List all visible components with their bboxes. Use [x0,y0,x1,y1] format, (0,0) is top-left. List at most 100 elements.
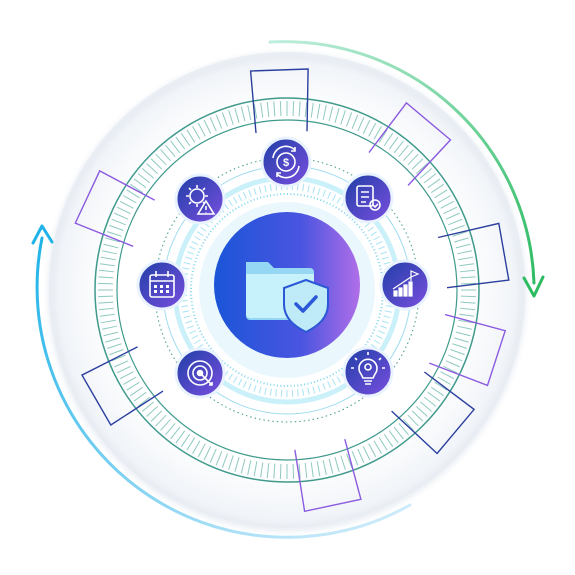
node-risk[interactable] [174,173,226,225]
inner-tick-mark [307,185,310,193]
tick-mark [373,126,382,140]
tick-mark [434,381,448,391]
segment-bracket [429,313,507,387]
tick-mark [316,103,321,119]
tick-mark [304,462,308,479]
inner-tick-mark [322,383,326,391]
inner-tick-mark [182,267,190,270]
node-finance[interactable]: $ [260,136,312,188]
tick-mark [346,112,353,127]
tick-mark [445,360,460,368]
tick-mark [310,102,314,118]
tick-mark [388,136,399,150]
tick-mark [279,463,282,479]
inner-tick-mark [264,387,267,395]
tick-mark [253,103,258,119]
inner-tick-mark [194,339,201,344]
tick-mark [111,218,126,226]
tick-mark [98,301,114,304]
node-growth[interactable] [379,259,431,311]
tick-mark [427,391,441,402]
inner-tick-mark [228,199,233,207]
tick-mark [460,282,476,285]
tick-mark [368,122,377,137]
tick-mark [340,110,346,125]
tick-mark [458,319,474,324]
tick-mark [137,396,151,407]
segment-bracket [391,371,476,455]
tick-mark [137,173,151,184]
segment-bracket [368,101,452,186]
inner-tick-mark [183,315,191,319]
tick-mark [209,448,217,463]
tick-mark [103,243,119,249]
clockwise-arrowhead [522,275,545,298]
tick-mark [378,129,388,143]
tick-mark [100,319,116,324]
tick-mark [105,237,120,243]
segment-bracket [294,439,362,513]
inner-tick-mark [370,231,378,236]
tick-mark [123,195,137,204]
tick-mark [393,426,404,440]
inner-tick-mark [327,381,331,388]
tick-mark [460,276,476,279]
tick-mark [150,158,163,170]
tick-mark [328,458,334,474]
inner-tick-mark [186,325,194,329]
tick-mark [240,106,246,122]
tick-mark [457,325,472,330]
tick-mark [459,307,476,311]
tick-mark [351,451,359,466]
tick-mark [203,446,212,461]
node-ideas[interactable] [342,346,394,398]
node-checklist[interactable] [342,172,394,224]
tick-mark [452,343,467,349]
tick-mark [247,105,252,120]
svg-text:$: $ [283,157,289,169]
tick-mark [141,168,155,179]
tick-mark [98,307,115,311]
tick-mark [165,144,176,158]
lightbulb-gear-icon [351,352,385,385]
tick-mark [133,178,147,189]
tick-mark [316,461,321,477]
calendar-icon [149,271,175,298]
segment-bracket [81,346,164,426]
inner-tick-mark [269,184,272,192]
inner-tick-mark [384,310,392,313]
tick-mark [458,256,474,261]
tick-mark [180,433,191,447]
inner-tick-mark [248,383,252,391]
tick-mark [430,386,444,397]
counterclockwise-arrowhead [31,224,54,245]
tick-mark [393,140,404,154]
tick-mark [357,117,365,132]
tick-mark [99,263,115,267]
inner-tick-mark [185,320,193,324]
tick-mark [107,343,122,349]
inner-tick-mark [336,197,341,204]
tick-mark [98,269,115,273]
inner-tick-mark [317,188,321,196]
tick-mark [454,337,469,343]
tick-ring [98,101,476,479]
tick-mark [434,189,448,199]
inner-tick-mark [312,386,316,394]
tick-mark [437,376,451,385]
tick-mark [443,365,458,374]
tick-mark [155,153,167,166]
node-calendar[interactable] [136,259,188,311]
inner-tick-mark [233,197,238,204]
inner-tick-mark [237,378,243,386]
inner-tick-mark [378,330,385,334]
counterclockwise-arrow [35,236,412,539]
inner-tick-mark [383,315,391,319]
tick-mark [197,443,206,458]
node-target[interactable] [174,347,226,399]
tick-mark [141,401,155,412]
tick-mark [423,396,437,407]
tick-mark [266,462,270,479]
tick-mark [186,129,196,143]
checklist-gear-icon [356,185,381,211]
